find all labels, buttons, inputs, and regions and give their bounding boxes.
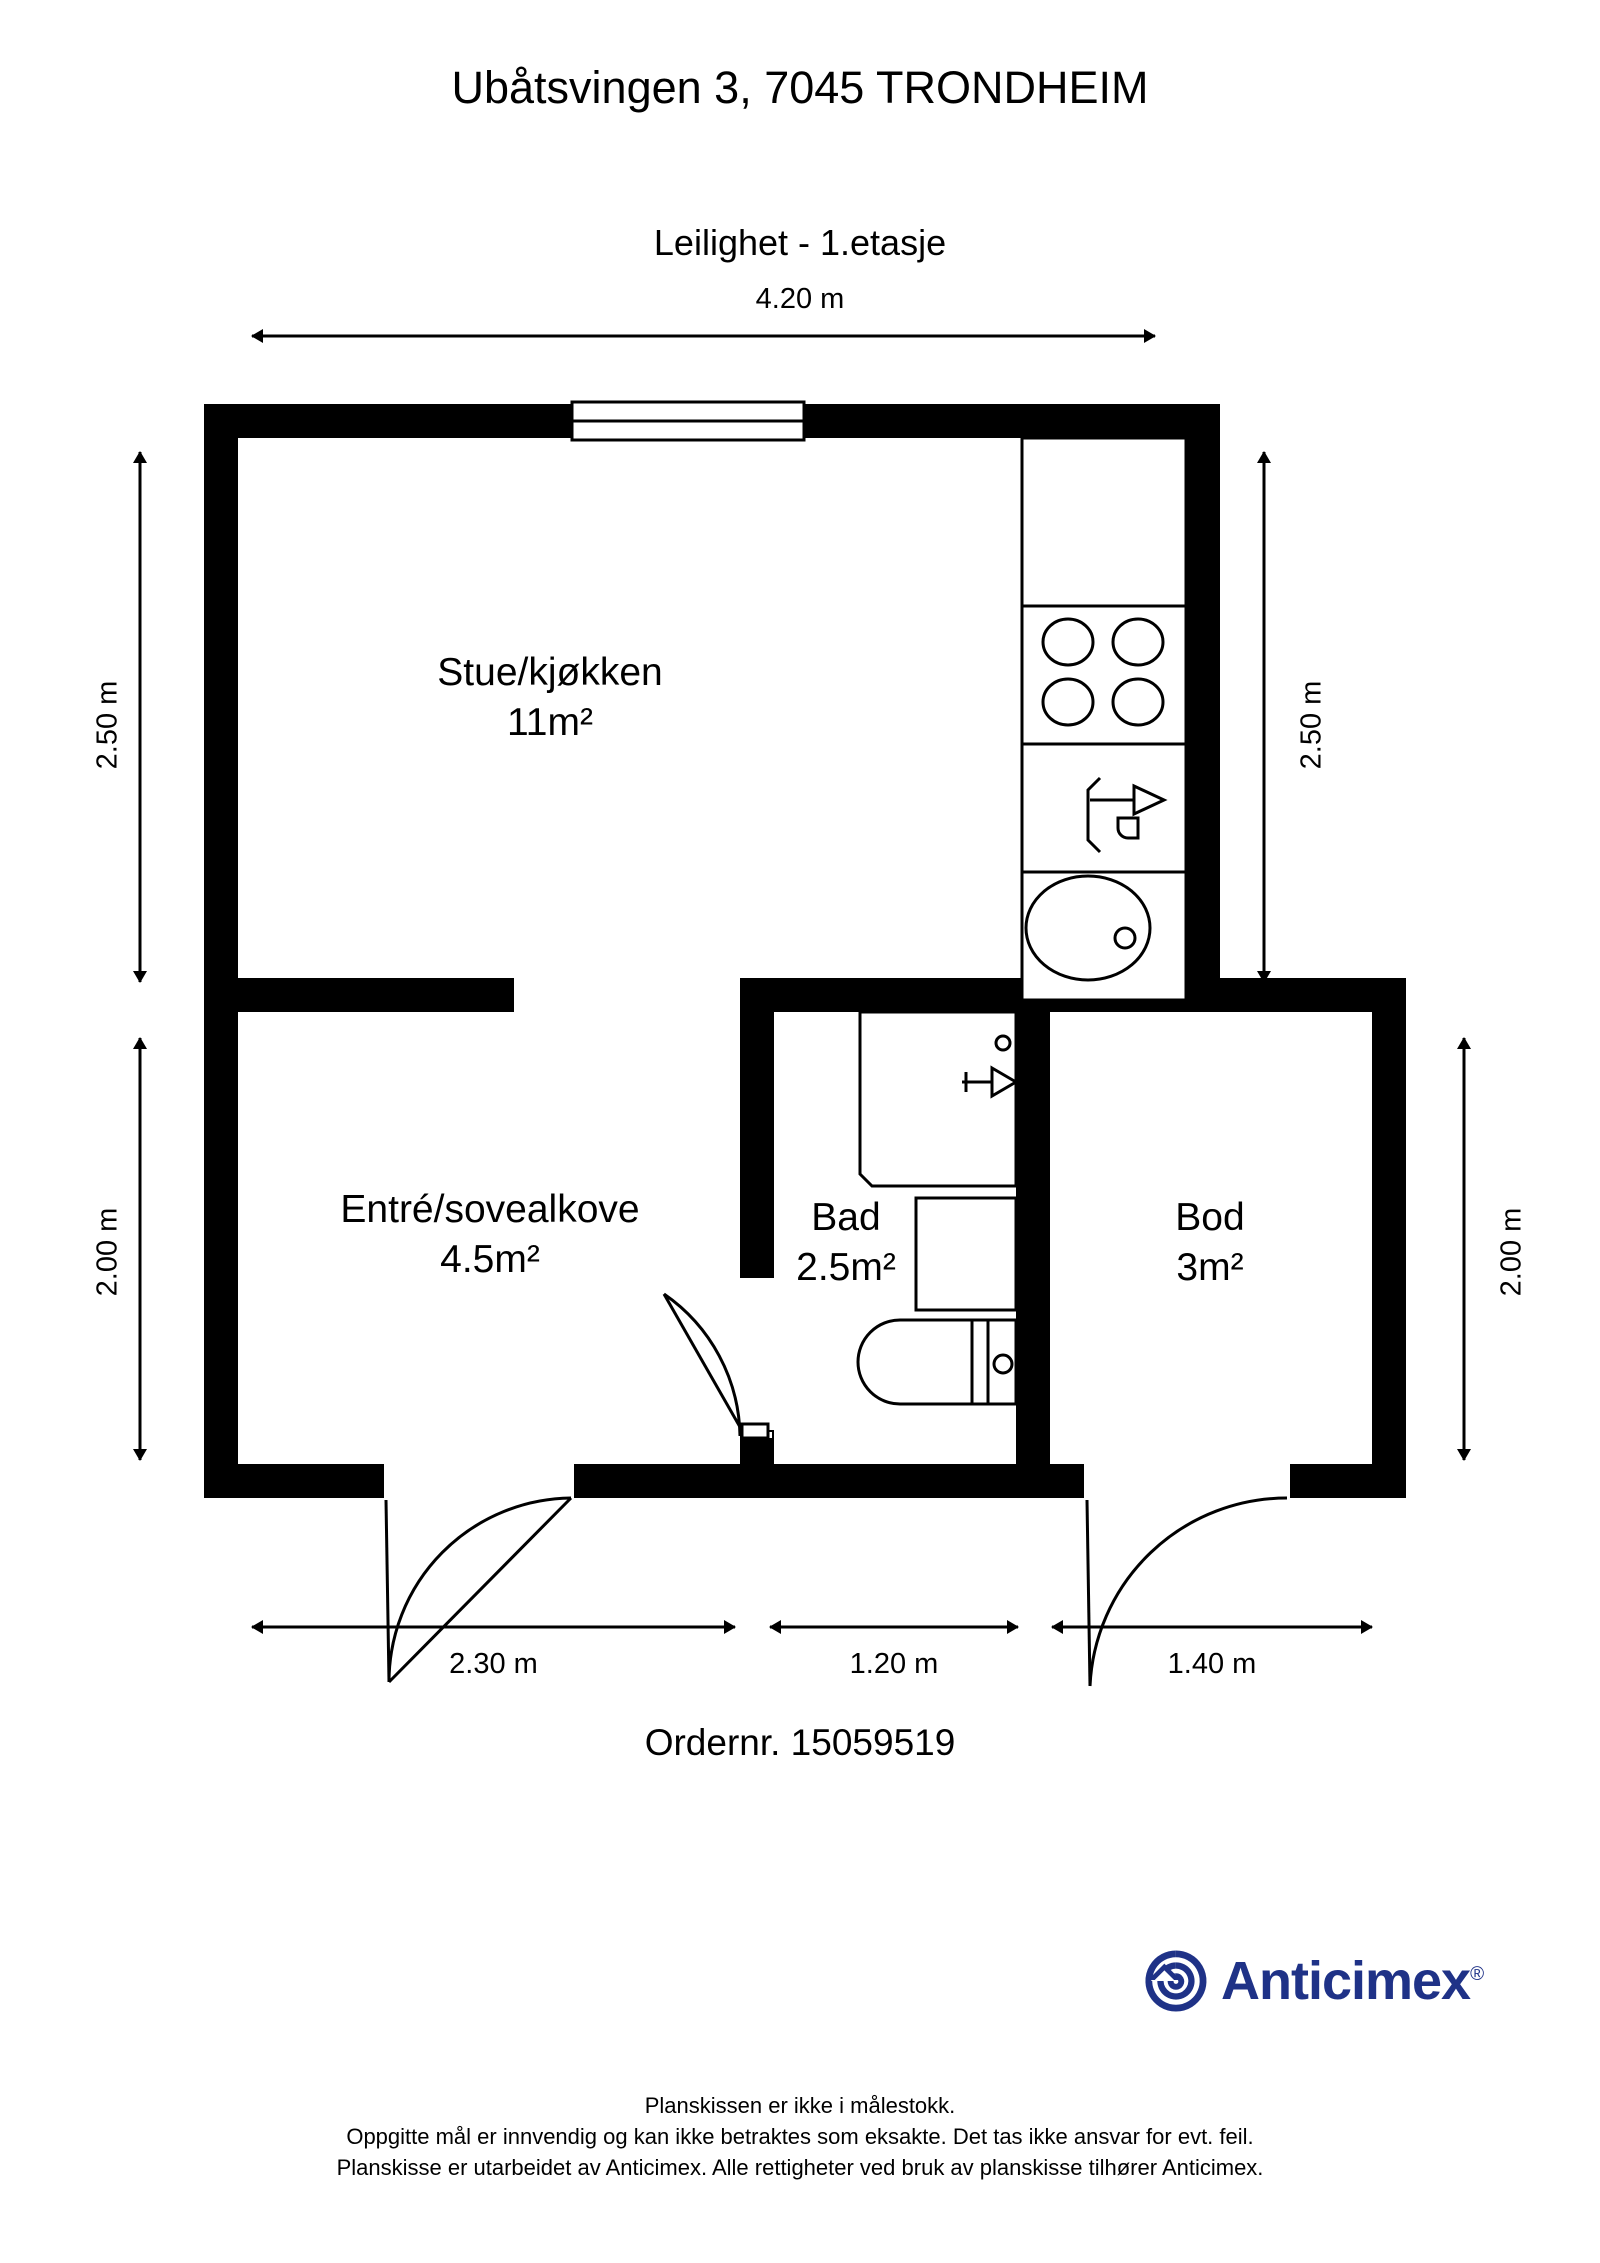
dimension-label-bottom-middle: 1.20 m <box>849 1648 939 1680</box>
dishwasher-icon <box>1020 742 1188 874</box>
room-label-bod: Bod 3m² <box>1090 1196 1330 1290</box>
anticimex-logo: Anticimex® <box>1145 1950 1484 2012</box>
footer-line-1: Planskissen er ikke i målestokk. <box>644 2093 956 2118</box>
room-name: Stue/kjøkken <box>437 651 663 694</box>
order-number: Ordernr. 15059519 <box>644 1722 956 1763</box>
room-name: Entré/sovealkove <box>340 1188 640 1231</box>
room-label-entre-sovealkove: Entré/sovealkove 4.5m² <box>250 1188 730 1282</box>
room-name: Bod <box>1175 1196 1245 1239</box>
room-area: 4.5m² <box>440 1238 540 1281</box>
dimension-label-left-upper: 2.50 m <box>91 680 124 770</box>
room-label-stue-kjokken: Stue/kjøkken 11m² <box>340 651 760 745</box>
dimension-arrows <box>133 329 1471 1634</box>
footer-disclaimer: Planskissen er ikke i målestokk. Oppgitt… <box>0 2090 1600 2183</box>
stove-burners-icon <box>1041 617 1165 727</box>
room-area: 11m² <box>507 701 593 744</box>
kitchen-sink-icon <box>1024 874 1152 982</box>
brand-name-text: Anticimex <box>1221 1951 1471 2011</box>
spiral-target-icon <box>1145 1950 1207 2012</box>
kitchen-sink-unit <box>1020 870 1188 1002</box>
window-icon <box>570 400 806 442</box>
floor-title: Leilighet - 1.etasje <box>653 222 947 263</box>
shower-icon <box>858 1010 1018 1188</box>
brand-name: Anticimex® <box>1221 1951 1484 2011</box>
kitchen-counter-icon <box>1020 436 1188 608</box>
page-title: Ubåtsvingen 3, 7045 TRONDHEIM <box>451 62 1149 113</box>
walls <box>204 404 1406 1498</box>
dimension-label-right-upper: 2.50 m <box>1295 680 1328 770</box>
dimension-label-left-lower: 2.00 m <box>91 1207 124 1297</box>
dishwasher-glyph-icon <box>1086 776 1168 854</box>
washing-machine-icon <box>914 1196 1018 1312</box>
footer-line-2: Oppgitte mål er innvendig og kan ikke be… <box>346 2124 1254 2149</box>
footer-line-3: Planskisse er utarbeidet av Anticimex. A… <box>336 2155 1264 2180</box>
bathroom-door-icon <box>662 1292 772 1440</box>
dimension-label-right-lower: 2.00 m <box>1495 1207 1528 1297</box>
dimension-label-top: 4.20 m <box>755 283 845 315</box>
room-area: 3m² <box>1176 1246 1244 1289</box>
registered-mark: ® <box>1470 1964 1484 1985</box>
room-name: Bad <box>811 1196 881 1239</box>
dimension-label-bottom-left: 2.30 m <box>449 1648 538 1680</box>
room-label-bad: Bad 2.5m² <box>766 1196 926 1290</box>
shower-head-icon <box>962 1034 1019 1099</box>
stove-four-burner-icon <box>1020 604 1188 746</box>
dimension-label-bottom-right: 1.40 m <box>1167 1648 1257 1680</box>
toilet-icon <box>856 1318 1018 1406</box>
kitchen-units <box>1020 436 1188 1002</box>
room-area: 2.5m² <box>796 1246 896 1289</box>
